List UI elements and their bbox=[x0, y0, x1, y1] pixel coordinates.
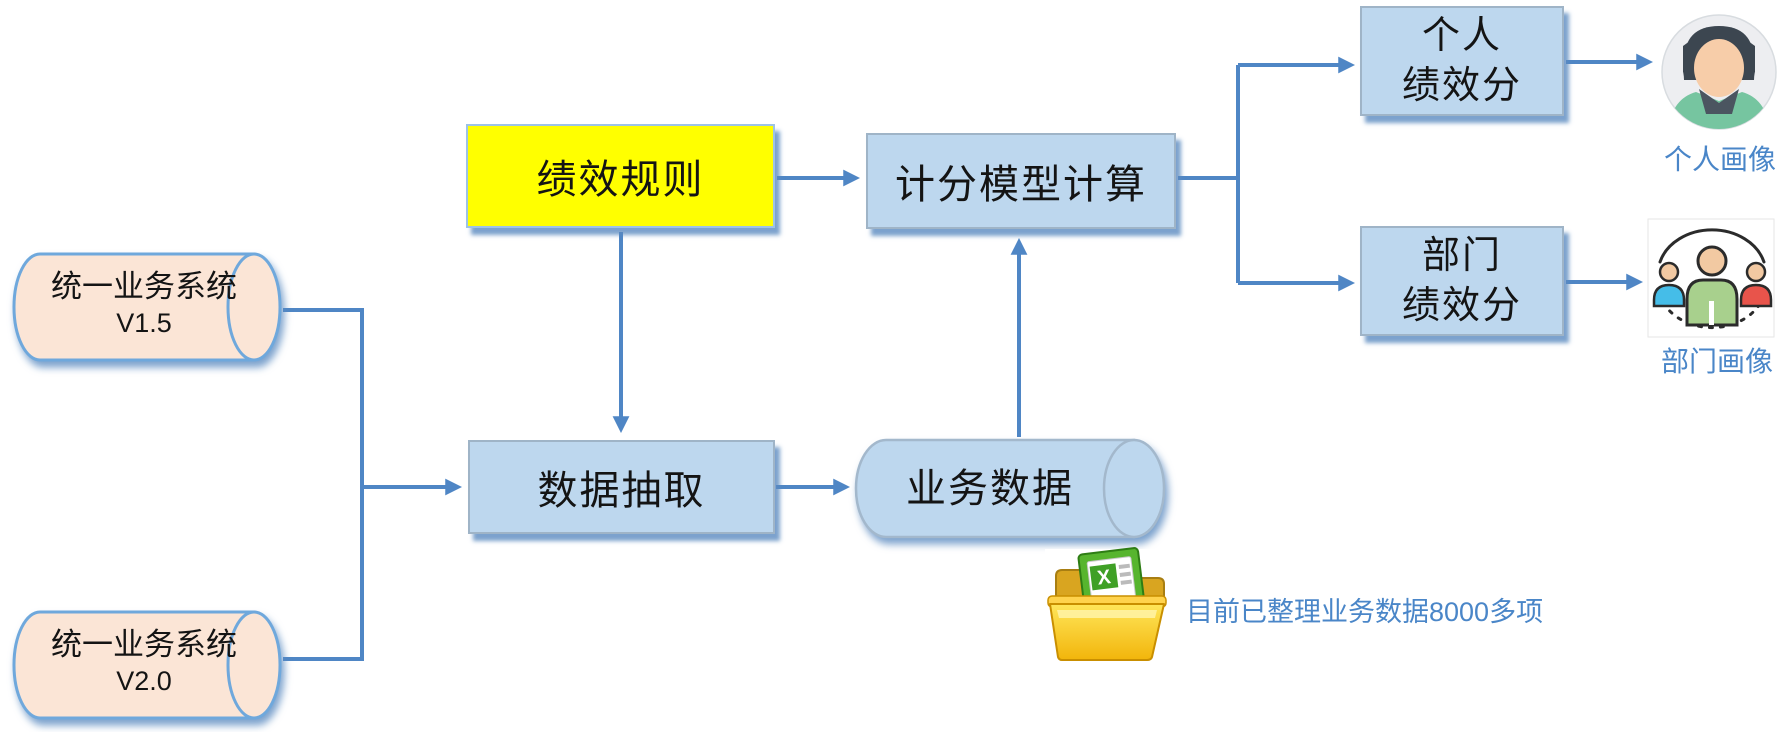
business-data-label: 业务数据 bbox=[906, 467, 1074, 511]
rules-label: 绩效规则 bbox=[536, 158, 705, 202]
source-v15-version: V1.5 bbox=[116, 308, 172, 338]
team-group-icon bbox=[1647, 218, 1775, 338]
source-v20-label: 统一业务系统 bbox=[51, 627, 237, 662]
calc-node: 计分模型计算 bbox=[866, 133, 1176, 229]
source-v20-text: 统一业务系统 V2.0 bbox=[28, 626, 260, 698]
dept-score-node: 部门 绩效分 bbox=[1360, 226, 1564, 336]
dept-score-line2: 绩效分 bbox=[1401, 285, 1522, 327]
business-data-cylinder bbox=[854, 438, 1166, 539]
calc-label: 计分模型计算 bbox=[895, 163, 1147, 207]
personal-score-node: 个人 绩效分 bbox=[1360, 6, 1564, 116]
source-v20-cylinder bbox=[12, 610, 282, 720]
person-avatar-icon bbox=[1661, 14, 1777, 130]
rules-node: 绩效规则 bbox=[466, 124, 775, 228]
connector-sources-merge bbox=[283, 308, 364, 661]
dept-score-line1: 部门 bbox=[1421, 235, 1502, 277]
dept-portrait-label: 部门画像 bbox=[1660, 346, 1773, 377]
personal-portrait-label: 个人画像 bbox=[1663, 144, 1776, 175]
excel-note-text: 目前已整理业务数据8000多项 bbox=[1186, 597, 1544, 627]
svg-text:X: X bbox=[1096, 566, 1113, 590]
connector-lines bbox=[283, 53, 1654, 661]
source-v20-version: V2.0 bbox=[116, 666, 172, 696]
source-v15-cylinder bbox=[12, 252, 282, 362]
personal-score-line1: 个人 bbox=[1421, 15, 1502, 57]
personal-score-line2: 绩效分 bbox=[1401, 65, 1522, 107]
extract-node: 数据抽取 bbox=[468, 440, 775, 534]
excel-folder-icon: X bbox=[1045, 547, 1171, 661]
source-v15-label: 统一业务系统 bbox=[51, 269, 237, 304]
extract-label: 数据抽取 bbox=[537, 469, 706, 513]
source-v15-text: 统一业务系统 V1.5 bbox=[28, 268, 260, 340]
